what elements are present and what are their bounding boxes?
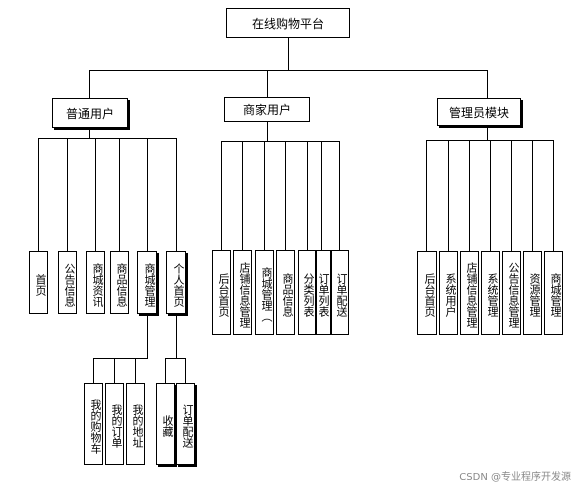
node-mall-news: 商城资讯 (86, 251, 105, 314)
node-merchant-order-delivery: 订单配送 (331, 250, 349, 335)
connector (135, 358, 136, 383)
connector (221, 141, 222, 250)
node-my-cart: 我的购物车 (84, 383, 103, 465)
connector (264, 141, 265, 250)
connector (67, 138, 68, 251)
connector (339, 141, 340, 250)
node-order-delivery: 订单配送 (176, 383, 195, 465)
node-admin-shop-info-management: 店铺信息管理 (460, 251, 479, 335)
connector (89, 70, 90, 98)
connector (93, 358, 94, 383)
connector (267, 122, 268, 141)
connector (487, 126, 488, 140)
connector (532, 140, 533, 251)
connector (448, 140, 449, 251)
connector (307, 141, 308, 250)
node-shop-info-management: 店铺信息管理 (233, 250, 252, 335)
node-order-list: 订单列表 (316, 250, 331, 335)
node-announcements: 公告信息 (58, 251, 77, 314)
connector (165, 358, 166, 383)
connector (38, 138, 39, 251)
group-node-merchant-user: 商家用户 (224, 97, 310, 122)
connector (267, 70, 268, 97)
node-resource-management: 资源管理 (523, 251, 542, 335)
node-my-orders: 我的订单 (105, 383, 124, 465)
group-node-regular-user: 普通用户 (52, 98, 128, 128)
node-merchant-mall-management: 商城管理（ (255, 250, 274, 335)
node-admin-mall-management: 商城管理 (544, 251, 563, 335)
node-category-list: 分类列表 (298, 250, 316, 335)
connector (285, 141, 286, 250)
node-system-users: 系统用户 (439, 251, 458, 335)
node-merchant-dashboard: 后台首页 (212, 250, 231, 335)
node-home: 首页 (29, 251, 48, 314)
connector (89, 70, 487, 71)
connector (469, 140, 470, 251)
connector (93, 358, 148, 359)
node-mall-management: 商城管理 (137, 251, 157, 314)
connector (288, 38, 289, 70)
connector (242, 141, 243, 250)
connector (89, 128, 90, 138)
connector (185, 358, 186, 383)
connector (95, 138, 96, 251)
connector (176, 138, 177, 251)
connector (119, 138, 120, 251)
connector (487, 70, 488, 98)
connector (176, 316, 177, 358)
node-product-info: 商品信息 (110, 251, 129, 314)
connector (553, 140, 554, 251)
connector (114, 358, 115, 383)
connector (426, 140, 553, 141)
connector (511, 140, 512, 251)
group-node-admin-module: 管理员模块 (437, 98, 521, 126)
connector (221, 141, 340, 142)
connector (147, 316, 148, 358)
connector (165, 358, 185, 359)
connector (147, 138, 148, 251)
connector (38, 138, 177, 139)
connector (490, 140, 491, 251)
node-admin-dashboard: 后台首页 (417, 251, 437, 335)
node-personal-home: 个人首页 (166, 251, 186, 314)
watermark: CSDN @专业程序开发源 (459, 472, 571, 483)
node-favorites: 收藏 (156, 383, 175, 465)
node-my-address: 我的地址 (126, 383, 145, 465)
root-node: 在线购物平台 (226, 8, 350, 38)
node-system-management: 系统管理 (481, 251, 500, 335)
node-announcement-management: 公告信息管理 (502, 251, 521, 335)
node-merchant-product-info: 商品信息 (276, 250, 295, 335)
connector (426, 140, 427, 251)
connector (321, 141, 322, 250)
